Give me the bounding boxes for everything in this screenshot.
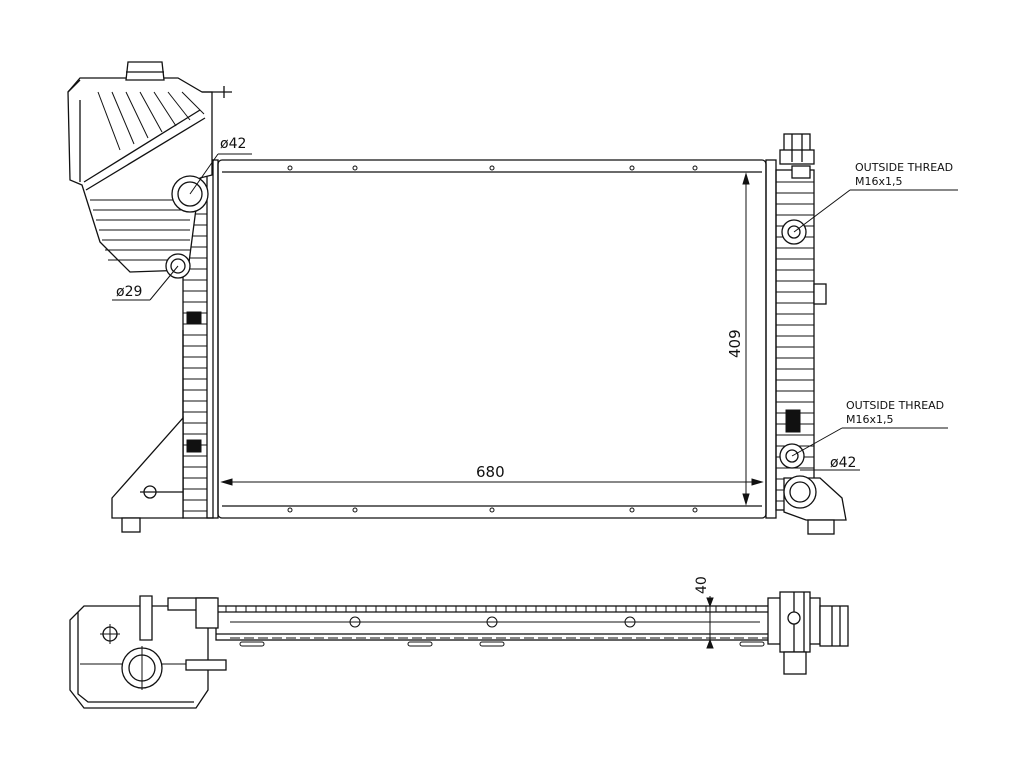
core-rivets-top (287, 165, 698, 171)
filler-cap (125, 61, 165, 81)
core-rivets-bottom (287, 507, 698, 513)
bottom-outlet-diameter-label: ø42 (830, 455, 856, 471)
thread-bottom-line1: OUTSIDE THREAD (846, 399, 944, 412)
width-dimension-label: 680 (476, 463, 505, 481)
radiator-front-view (67, 61, 847, 535)
inlet-diameter-label: ø42 (220, 136, 246, 152)
right-fittings-top-view (767, 591, 849, 675)
depth-dimension (706, 596, 714, 649)
bottom-right-fitting (779, 443, 847, 535)
height-dimension-label: 409 (726, 329, 744, 358)
thread-top-line2: M16x1,5 (855, 175, 903, 188)
thread-bottom-line2: M16x1,5 (846, 413, 894, 426)
thread-top-line1: OUTSIDE THREAD (855, 161, 953, 174)
outlet-diameter-label: ø29 (116, 284, 142, 300)
expansion-tank-top-view (69, 595, 227, 709)
radiator-top-view (69, 591, 849, 709)
leader-lines (112, 153, 958, 471)
dimension-lines (220, 172, 764, 506)
left-mounting-bracket (111, 416, 184, 533)
depth-dimension-label: 40 (694, 576, 710, 594)
expansion-tank (67, 61, 232, 273)
top-right-fitting (779, 133, 815, 245)
